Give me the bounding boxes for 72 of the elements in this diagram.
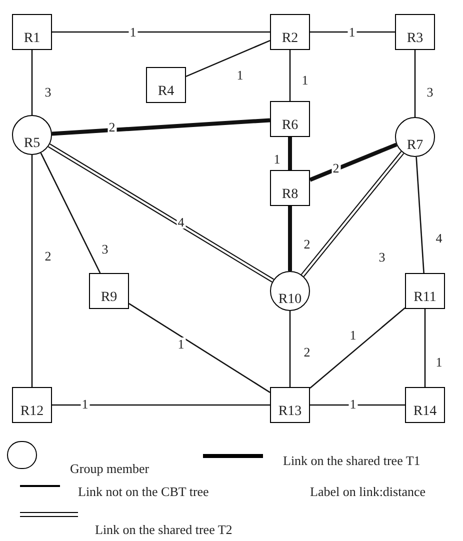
link-line — [52, 31, 270, 33]
router-box — [12, 14, 52, 50]
edge-label: 2 — [302, 238, 312, 250]
edge-label: 1 — [300, 74, 310, 86]
edge-label: 4 — [434, 232, 444, 244]
router-label: R1 — [24, 32, 40, 46]
router-box — [270, 387, 310, 423]
router-box — [146, 67, 186, 103]
link-line — [40, 152, 101, 274]
router-label: R9 — [100, 291, 118, 305]
router-box — [12, 387, 52, 423]
edge-label: 1 — [272, 152, 282, 166]
legend-text: Group member — [70, 460, 150, 478]
legend-text: Link not on the CBT tree — [78, 483, 209, 501]
edge-label: 3 — [426, 86, 434, 98]
edge-label: 1 — [128, 26, 138, 38]
link-line — [186, 40, 270, 78]
router-box — [405, 273, 445, 309]
edge-label: 3 — [44, 86, 52, 98]
router-label: R8 — [282, 188, 298, 202]
link-line — [31, 50, 33, 115]
edge-label: 2 — [108, 120, 116, 134]
edge-label: 1 — [434, 356, 444, 368]
link-line — [289, 311, 291, 387]
link-line — [52, 118, 270, 136]
router-label: R14 — [413, 405, 437, 419]
router-box — [405, 387, 445, 423]
link-line — [31, 155, 33, 387]
edge-label: 2 — [332, 162, 340, 174]
link-line — [414, 50, 416, 117]
edge-label: 2 — [44, 250, 52, 262]
link-line — [300, 150, 404, 278]
edge-label: 1 — [348, 328, 358, 342]
router-box — [395, 14, 435, 50]
edge-label: 4 — [176, 216, 186, 228]
edge-label: 3 — [378, 250, 386, 264]
link-line — [310, 404, 405, 406]
link-line — [52, 404, 270, 406]
router-label: R10 — [278, 293, 302, 307]
note-text: Label on link:distance — [310, 483, 426, 501]
router-box — [270, 101, 310, 137]
link-line — [310, 307, 406, 389]
router-label: R3 — [406, 32, 424, 46]
edge-label: 2 — [302, 346, 312, 358]
link-line — [288, 137, 292, 170]
router-label: R2 — [282, 32, 298, 46]
link-line — [424, 309, 426, 387]
link-line — [289, 50, 291, 101]
router-label: R13 — [278, 405, 302, 419]
router-label: R5 — [24, 137, 40, 151]
router-label: R7 — [406, 139, 424, 153]
edge-label: 1 — [236, 68, 244, 82]
edge-label: 1 — [80, 398, 90, 410]
router-label: R6 — [282, 119, 298, 133]
link-line — [288, 206, 292, 271]
router-box — [270, 170, 310, 206]
router-box — [270, 14, 310, 50]
link-line — [128, 303, 270, 393]
link-line — [310, 31, 395, 33]
edge-label: 1 — [176, 338, 186, 350]
link-line — [48, 143, 274, 283]
link-line — [416, 156, 424, 274]
link-line — [309, 142, 398, 182]
legend-text: Link on the shared tree T2 — [95, 521, 232, 539]
edge-label: 3 — [100, 242, 110, 256]
router-label: R11 — [414, 291, 436, 305]
edge-label: 1 — [348, 398, 358, 410]
edge-label: 1 — [348, 26, 356, 38]
router-label: R4 — [158, 85, 174, 99]
router-box — [89, 273, 129, 309]
router-label: R12 — [20, 405, 44, 419]
legend-text: Link on the shared tree T1 — [283, 452, 420, 470]
